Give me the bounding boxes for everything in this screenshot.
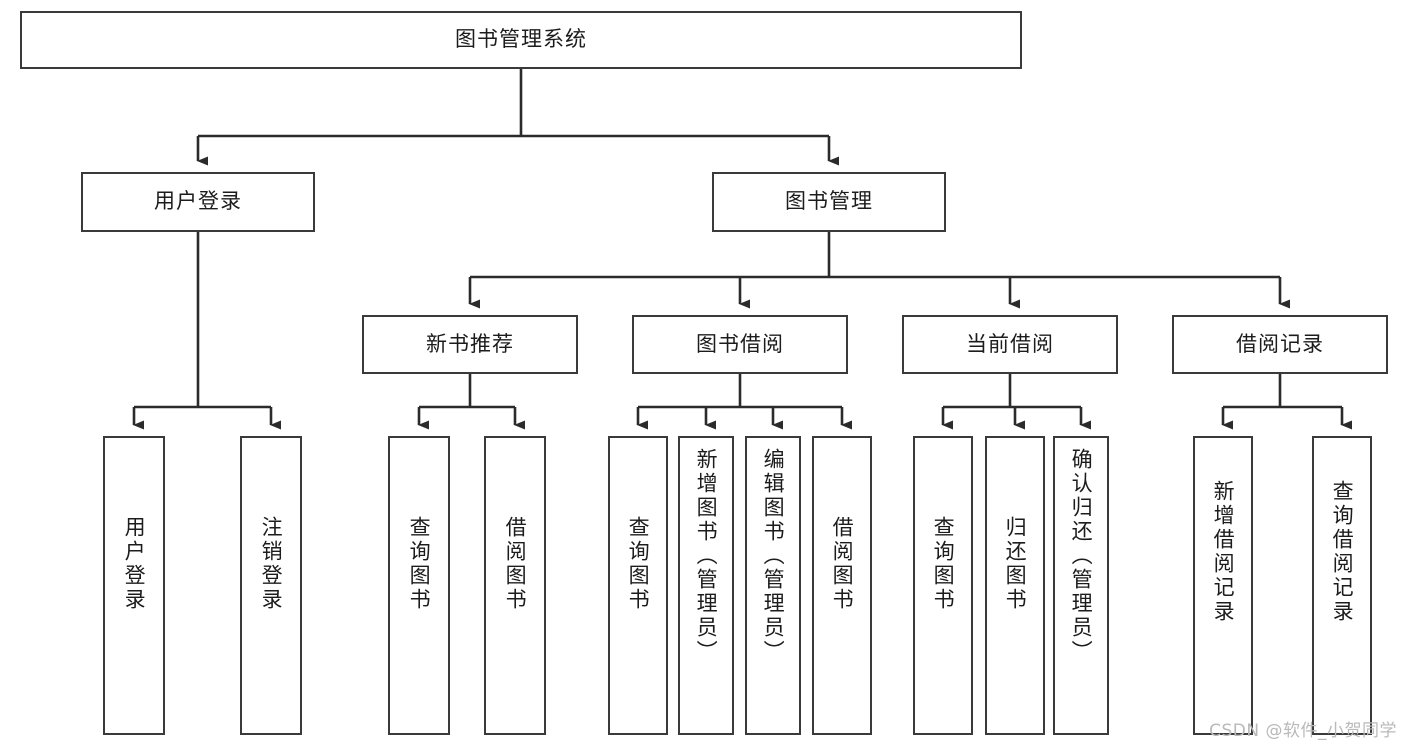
node-leaf-borrow-book-1-label: 借阅图书 — [503, 516, 528, 612]
node-leaf-borrow-book-2[interactable]: 借阅图书 — [812, 436, 872, 735]
node-book-manage-label: 图书管理 — [785, 189, 873, 214]
node-book-borrow[interactable]: 图书借阅 — [632, 315, 848, 374]
node-new-book-recommend[interactable]: 新书推荐 — [362, 315, 578, 374]
node-leaf-add-record-label: 新增借阅记录 — [1211, 480, 1236, 624]
node-leaf-query-record-label: 查询借阅记录 — [1330, 480, 1355, 624]
node-current-borrow[interactable]: 当前借阅 — [902, 315, 1118, 374]
node-root[interactable]: 图书管理系统 — [20, 11, 1022, 69]
node-book-manage[interactable]: 图书管理 — [712, 172, 946, 232]
node-leaf-add-book-label: 新增图书（管理员） — [694, 448, 719, 664]
node-leaf-user-logout[interactable]: 注销登录 — [240, 436, 302, 735]
node-leaf-add-record[interactable]: 新增借阅记录 — [1193, 436, 1253, 735]
node-leaf-borrow-book-2-label: 借阅图书 — [830, 516, 855, 612]
node-book-borrow-label: 图书借阅 — [696, 331, 784, 356]
node-borrow-record-label: 借阅记录 — [1236, 331, 1324, 356]
node-leaf-return-book[interactable]: 归还图书 — [985, 436, 1045, 735]
node-leaf-query-book-3[interactable]: 查询图书 — [913, 436, 973, 735]
node-leaf-add-book[interactable]: 新增图书（管理员） — [678, 436, 734, 735]
node-leaf-edit-book-label: 编辑图书（管理员） — [761, 448, 786, 664]
node-user-login[interactable]: 用户登录 — [81, 172, 315, 232]
node-leaf-return-book-label: 归还图书 — [1003, 516, 1028, 612]
node-user-login-label: 用户登录 — [154, 189, 242, 214]
node-leaf-user-login-label: 用户登录 — [122, 516, 147, 612]
node-leaf-confirm-return-label: 确认归还（管理员） — [1069, 448, 1094, 664]
node-root-label: 图书管理系统 — [455, 27, 587, 52]
node-new-book-recommend-label: 新书推荐 — [426, 331, 514, 356]
node-leaf-query-book-1-label: 查询图书 — [407, 516, 432, 612]
node-leaf-user-login[interactable]: 用户登录 — [103, 436, 165, 735]
node-leaf-user-logout-label: 注销登录 — [259, 516, 284, 612]
node-leaf-query-book-2[interactable]: 查询图书 — [608, 436, 668, 735]
node-leaf-borrow-book-1[interactable]: 借阅图书 — [484, 436, 546, 735]
node-leaf-confirm-return[interactable]: 确认归还（管理员） — [1053, 436, 1109, 735]
node-leaf-query-book-1[interactable]: 查询图书 — [388, 436, 450, 735]
node-leaf-query-book-3-label: 查询图书 — [931, 516, 956, 612]
node-leaf-edit-book[interactable]: 编辑图书（管理员） — [745, 436, 801, 735]
node-leaf-query-book-2-label: 查询图书 — [626, 516, 651, 612]
node-current-borrow-label: 当前借阅 — [966, 331, 1054, 356]
node-borrow-record[interactable]: 借阅记录 — [1172, 315, 1388, 374]
watermark-text: CSDN @软件_小贺同学 — [1209, 721, 1397, 741]
node-leaf-query-record[interactable]: 查询借阅记录 — [1312, 436, 1372, 735]
